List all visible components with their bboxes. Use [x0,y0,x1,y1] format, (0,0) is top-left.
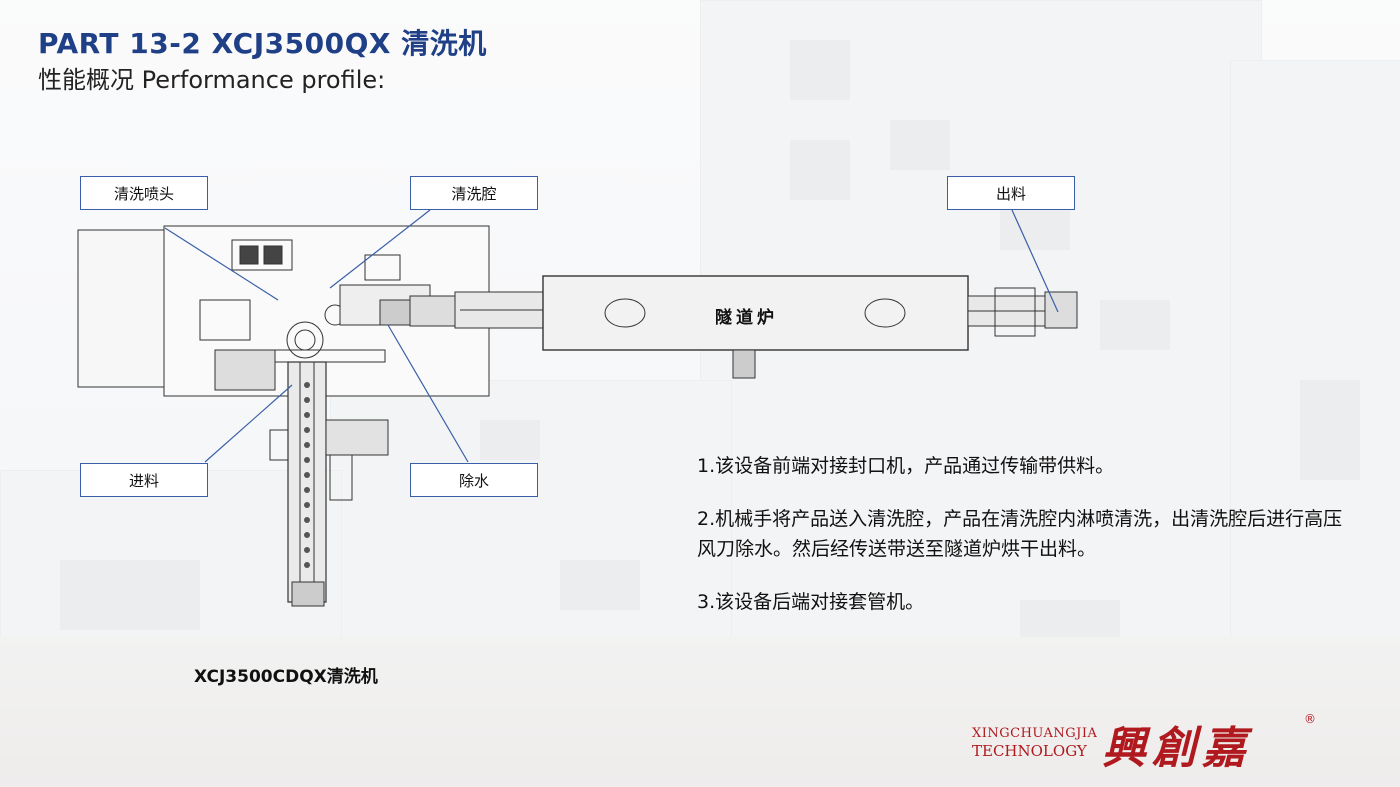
logo-english-line2: TECHNOLOGY [972,742,1087,760]
page-subtitle: 性能概况 Performance profile: [38,66,386,94]
callout-dewater: 除水 [410,463,538,497]
description-notes: 1.该设备前端对接封口机，产品通过传输带供料。 2.机械手将产品送入清洗腔，产品… [697,451,1357,640]
logo-english-line1: XINGCHUANGJIA [972,726,1098,741]
company-logo: XINGCHUANGJIA TECHNOLOGY 興創嘉 ® [972,712,1372,782]
callout-nozzle: 清洗喷头 [80,176,208,210]
page-title: PART 13-2 XCJ3500QX 清洗机 [38,27,487,60]
note-item: 2.机械手将产品送入清洗腔，产品在清洗腔内淋喷清洗，出清洗腔后进行高压风刀除水。… [697,508,1343,560]
note-item: 3.该设备后端对接套管机。 [697,591,925,613]
registered-mark: ® [1304,712,1316,726]
diagram-caption: XCJ3500CDQX清洗机 [194,667,378,687]
logo-chinese: 興創嘉 [1102,723,1252,774]
callout-input: 进料 [80,463,208,497]
note-item: 1.该设备前端对接封口机，产品通过传输带供料。 [697,455,1115,477]
tunnel-oven-label: 隧道炉 [715,307,778,328]
callout-chamber: 清洗腔 [410,176,538,210]
callout-output: 出料 [947,176,1075,210]
